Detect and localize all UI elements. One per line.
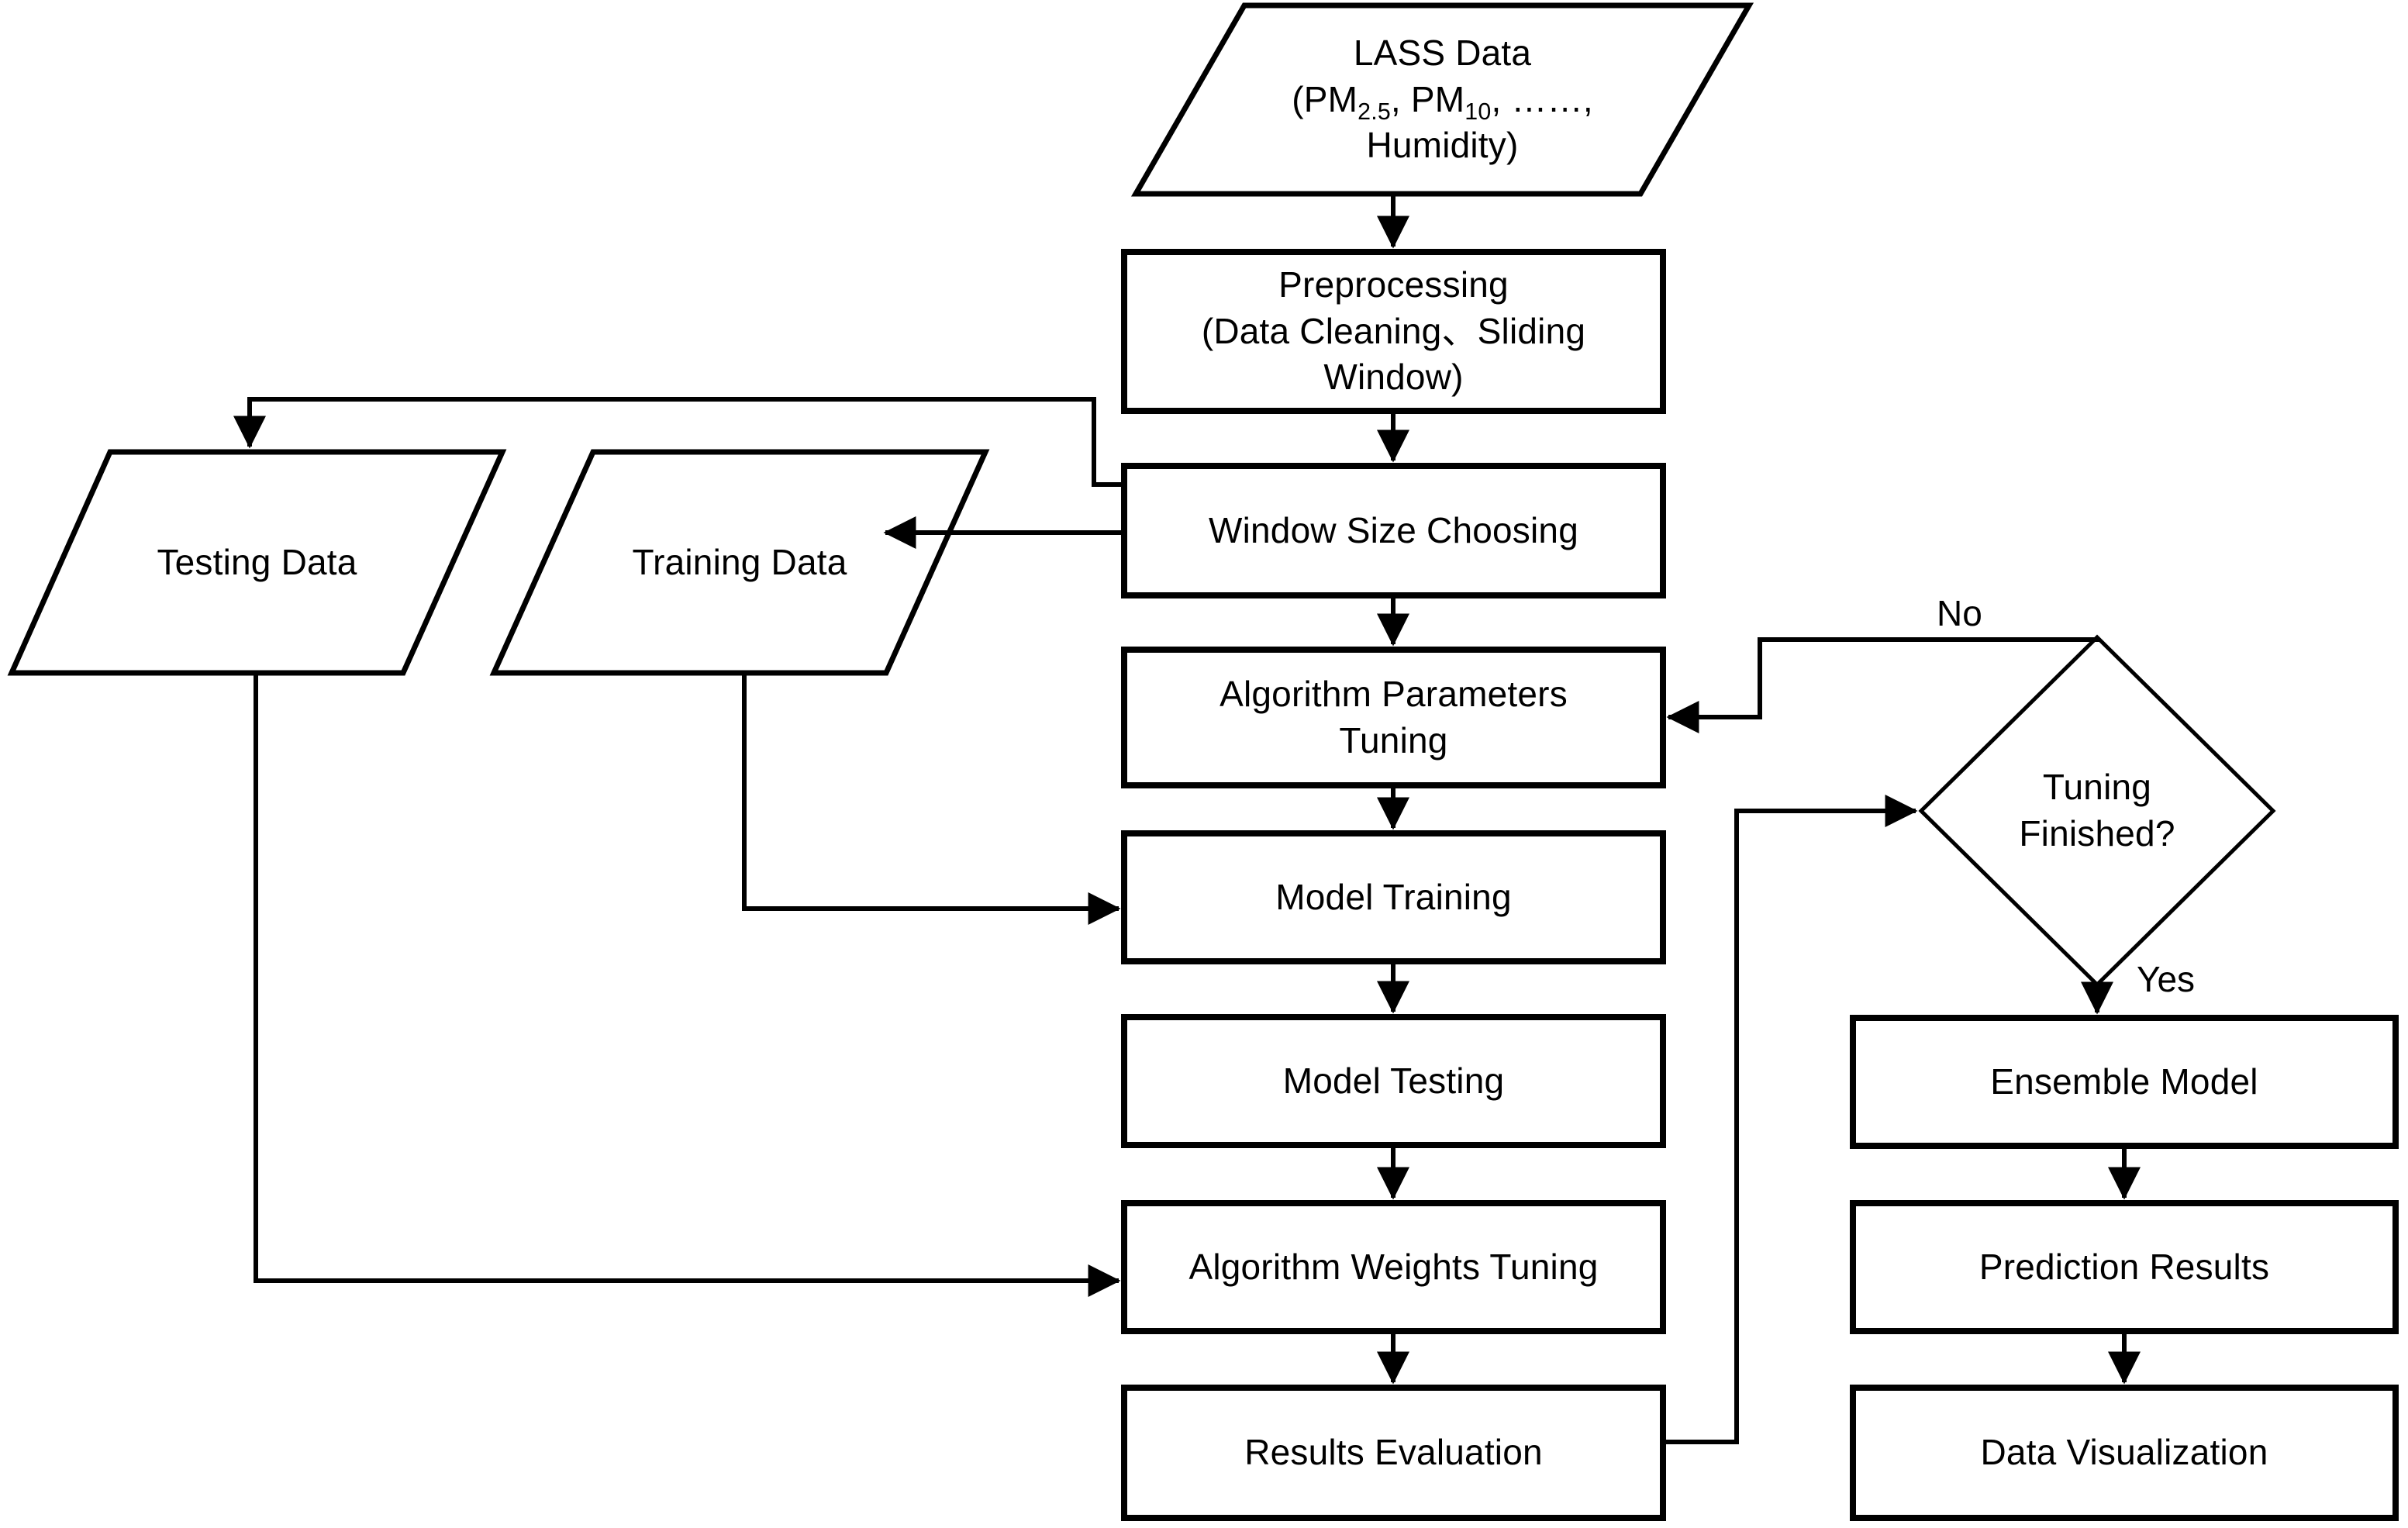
edge-window-size-to-testing-data — [233, 397, 1124, 487]
node-model-testing — [1121, 1014, 1666, 1148]
node-prediction-results — [1850, 1200, 2399, 1334]
node-algorithm-weights-tuning — [1121, 1200, 1666, 1334]
node-model-training — [1121, 830, 1666, 964]
node-lass-data — [1130, 2, 1754, 197]
edge-tuning-finished-no-to-parameters-tuning — [1666, 637, 2099, 733]
edge-testing-data-to-weights-tuning — [254, 673, 1121, 1297]
node-tuning-finished — [1918, 634, 2276, 988]
edge-training-data-to-model-training — [742, 673, 1121, 925]
edge-results-evaluation-to-tuning-finished — [1663, 795, 1918, 1444]
node-preprocessing — [1121, 249, 1666, 414]
node-training-data — [489, 449, 990, 676]
node-results-evaluation — [1121, 1385, 1666, 1521]
node-algorithm-parameters-tuning — [1121, 647, 1666, 788]
node-testing-data — [7, 449, 507, 676]
node-window-size-choosing — [1121, 463, 1666, 598]
node-ensemble-model — [1850, 1015, 2399, 1149]
node-data-visualization — [1850, 1385, 2399, 1521]
